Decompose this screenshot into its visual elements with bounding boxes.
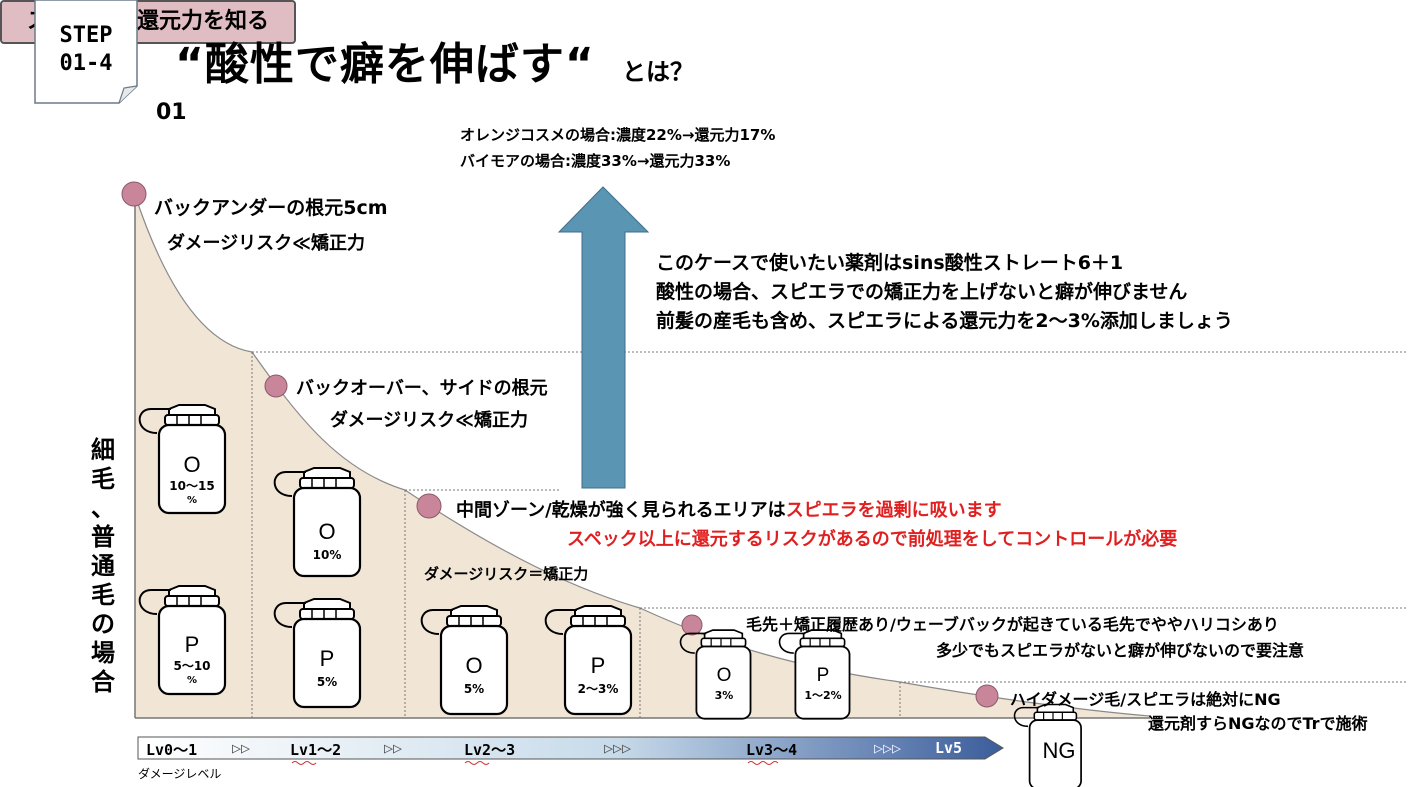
level-arrows: ▷▷ — [232, 739, 251, 757]
vertical-char: 合 — [91, 668, 115, 696]
bottle-letter: O — [716, 665, 732, 686]
up-arrow — [557, 186, 650, 489]
zone1-title: バックアンダーの根元5cm — [154, 197, 388, 219]
level-lv0-1: Lv0〜1 — [146, 741, 198, 759]
page-title-suffix: とは？ — [622, 58, 694, 86]
reduction-info-line: オレンジコスメの場合:濃度22%→還元力17% — [460, 126, 776, 144]
zone3-risk: ダメージリスク＝矯正力 — [424, 565, 589, 583]
ng-bottle-label: NG — [1042, 738, 1076, 763]
bottle-value: 5〜10 — [173, 659, 211, 673]
zone5-line2: 還元剤すらNGなのでTrで施術 — [1148, 714, 1368, 733]
bottle-value: 10〜15 — [169, 479, 215, 493]
spell-underline — [747, 761, 779, 765]
bottle-label: P 5〜10 % — [159, 632, 225, 688]
damage-curve-line — [134, 194, 1151, 717]
damage-level-bar — [137, 736, 1004, 760]
bottle-letter: P — [590, 653, 606, 678]
zone3-marker-dot — [416, 493, 442, 519]
level-arrows: ▷▷ — [384, 739, 403, 757]
zone3-title-red: スピエラを過剰に吸います — [785, 500, 1002, 521]
vertical-char: 場 — [91, 639, 115, 667]
level-arrows: ▷▷▷ — [604, 739, 632, 757]
bottle-value-unit: % — [186, 495, 198, 506]
bottle-value-unit: % — [186, 675, 198, 686]
bottle-label: O 10% — [294, 518, 360, 564]
zone3-title: 中間ゾーン/乾燥が強く見られるエリアはスピエラを過剰に吸います — [456, 496, 1002, 522]
level-lv3-4: Lv3〜4 — [746, 741, 798, 759]
zone5-line1: ハイダメージ毛/スピエラは絶対にNG — [1010, 690, 1281, 709]
vertical-char: 、 — [91, 494, 115, 522]
bottle-letter: P — [816, 665, 830, 686]
bottle-value: 5% — [316, 675, 338, 689]
vertical-char: 細 — [91, 436, 115, 464]
bottle-label: O 10〜15 % — [159, 452, 225, 508]
vertical-char: 普 — [91, 523, 115, 551]
zone1-marker-dot — [121, 181, 147, 207]
zone1-risk: ダメージリスク≪矯正力 — [167, 233, 365, 254]
spell-underline — [464, 761, 490, 765]
bottle-letter: P — [184, 632, 200, 657]
step-line1: STEP — [59, 23, 113, 48]
reduction-info-line: バイモアの場合:濃度33%→還元力33% — [460, 152, 731, 170]
level-arrows: ▷▷▷ — [874, 739, 902, 757]
level-lv2-3: Lv2〜3 — [464, 741, 516, 759]
zone3-warning: スペック以上に還元するリスクがあるので前処理をしてコントロールが必要 — [567, 529, 1178, 550]
bottle-letter: P — [319, 646, 335, 671]
damage-curve-area — [135, 195, 1150, 718]
bottle-value: 1〜2% — [804, 689, 842, 702]
vertical-char: の — [91, 610, 115, 638]
bottle-value: 2〜3% — [577, 682, 619, 696]
zone5-marker-dot — [975, 684, 999, 708]
bottle-label: P 1〜2% — [796, 664, 850, 704]
zone4-line1: 毛先＋矯正履歴あり/ウェーブバックが起きている毛先でややハリコシあり — [746, 615, 1279, 634]
bottle-letter: O — [183, 452, 201, 477]
bottle-letter: O — [465, 653, 483, 678]
section-number: 01 — [156, 100, 187, 125]
case-text-line: このケースで使いたい薬剤はsins酸性ストレート6＋1 — [656, 252, 1124, 274]
level-lv5: Lv5 — [935, 739, 963, 757]
step-label: STEP 01-4 — [34, 22, 138, 78]
bottle-label: O 3% — [697, 664, 751, 704]
zone2-marker-dot — [264, 374, 288, 398]
bottle-label: O 5% — [441, 652, 507, 698]
vertical-char: 通 — [91, 552, 115, 580]
bottle-value: 3% — [714, 689, 734, 702]
zone4-line2: 多少でもスピエラがないと癖が伸びないので要注意 — [936, 641, 1305, 660]
vertical-hair-type-label: 細 毛 、 普 通 毛 の 場 合 — [88, 436, 118, 697]
bottle-label: P 5% — [294, 645, 360, 691]
vertical-char: 毛 — [91, 465, 115, 493]
vertical-char: 毛 — [91, 581, 115, 609]
page-title: “酸性で癖を伸ばす“ — [175, 39, 595, 90]
spell-underline — [291, 761, 317, 765]
bottle-label: P 2〜3% — [565, 652, 631, 698]
level-lv1-2: Lv1〜2 — [290, 741, 342, 759]
step-line2: 01-4 — [59, 51, 113, 76]
case-text-line: 前髪の産毛も含め、スピエラによる還元力を2〜3%添加しましょう — [656, 310, 1233, 332]
zone2-risk: ダメージリスク≪矯正力 — [330, 410, 528, 431]
zone2-title: バックオーバー、サイドの根元 — [296, 378, 548, 399]
damage-level-label: ダメージレベル — [138, 767, 222, 781]
case-text-line: 酸性の場合、スピエラでの矯正力を上げないと癖が伸びません — [656, 281, 1188, 303]
zone3-title-text: 中間ゾーン/乾燥が強く見られるエリアは — [456, 500, 786, 521]
step-tag-shape — [34, 0, 138, 104]
bottle-value: 10% — [312, 548, 342, 562]
bottle-value: 5% — [463, 682, 485, 696]
zone4-marker-dot — [681, 614, 703, 636]
bottle-letter: O — [318, 519, 336, 544]
